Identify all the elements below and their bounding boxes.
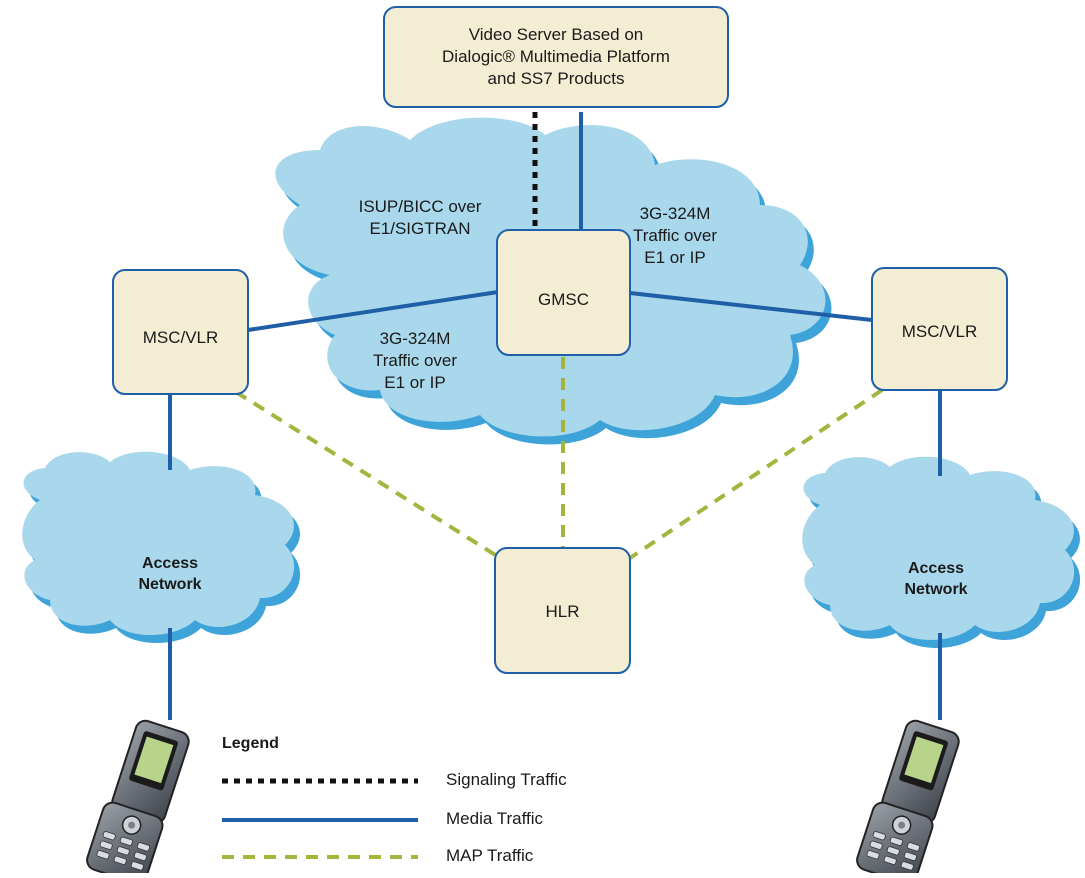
msc-vlr-right-label: MSC/VLR xyxy=(901,322,978,341)
access-network-cloud-right xyxy=(802,456,1081,648)
node-boxes xyxy=(112,6,1008,674)
media-links xyxy=(168,112,942,720)
map-link-msc-right-hlr xyxy=(628,388,884,560)
traffic-label-left: 3G-324M Traffic over E1 or IP xyxy=(372,329,458,392)
hlr-label: HLR xyxy=(545,602,580,621)
isup-bicc-label: ISUP/BICC over E1/SIGTRAN xyxy=(358,197,482,238)
access-network-left-label: Access Network xyxy=(138,555,202,593)
legend-label-map: MAP Traffic xyxy=(446,846,534,865)
msc-vlr-left-label: MSC/VLR xyxy=(142,328,219,347)
map-link-msc-left-hlr xyxy=(234,390,499,558)
video-server-box xyxy=(383,6,729,108)
hlr-box xyxy=(494,547,631,674)
msc-vlr-right-box xyxy=(871,267,1008,391)
video-server-label: Video Server Based on Dialogic® Multimed… xyxy=(442,25,670,88)
legend-title: Legend xyxy=(222,735,279,752)
gmsc-label: GMSC xyxy=(538,290,589,309)
map-links xyxy=(234,357,884,560)
mobile-phone-icon-left xyxy=(86,719,190,878)
legend-label-media: Media Traffic xyxy=(446,809,544,828)
legend-swatches xyxy=(222,778,418,859)
access-network-cloud-left xyxy=(22,451,301,643)
mobile-phone-icon-right xyxy=(856,719,960,878)
media-link-gmsc-msc-right xyxy=(629,291,873,322)
access-network-right-label: Access Network xyxy=(904,560,968,598)
media-link-msc-left-gmsc xyxy=(247,290,499,332)
gmsc-box xyxy=(496,229,631,356)
traffic-label-right: 3G-324M Traffic over E1 or IP xyxy=(632,204,718,267)
legend-label-signaling: Signaling Traffic xyxy=(446,770,567,789)
msc-vlr-left-box xyxy=(112,269,249,395)
